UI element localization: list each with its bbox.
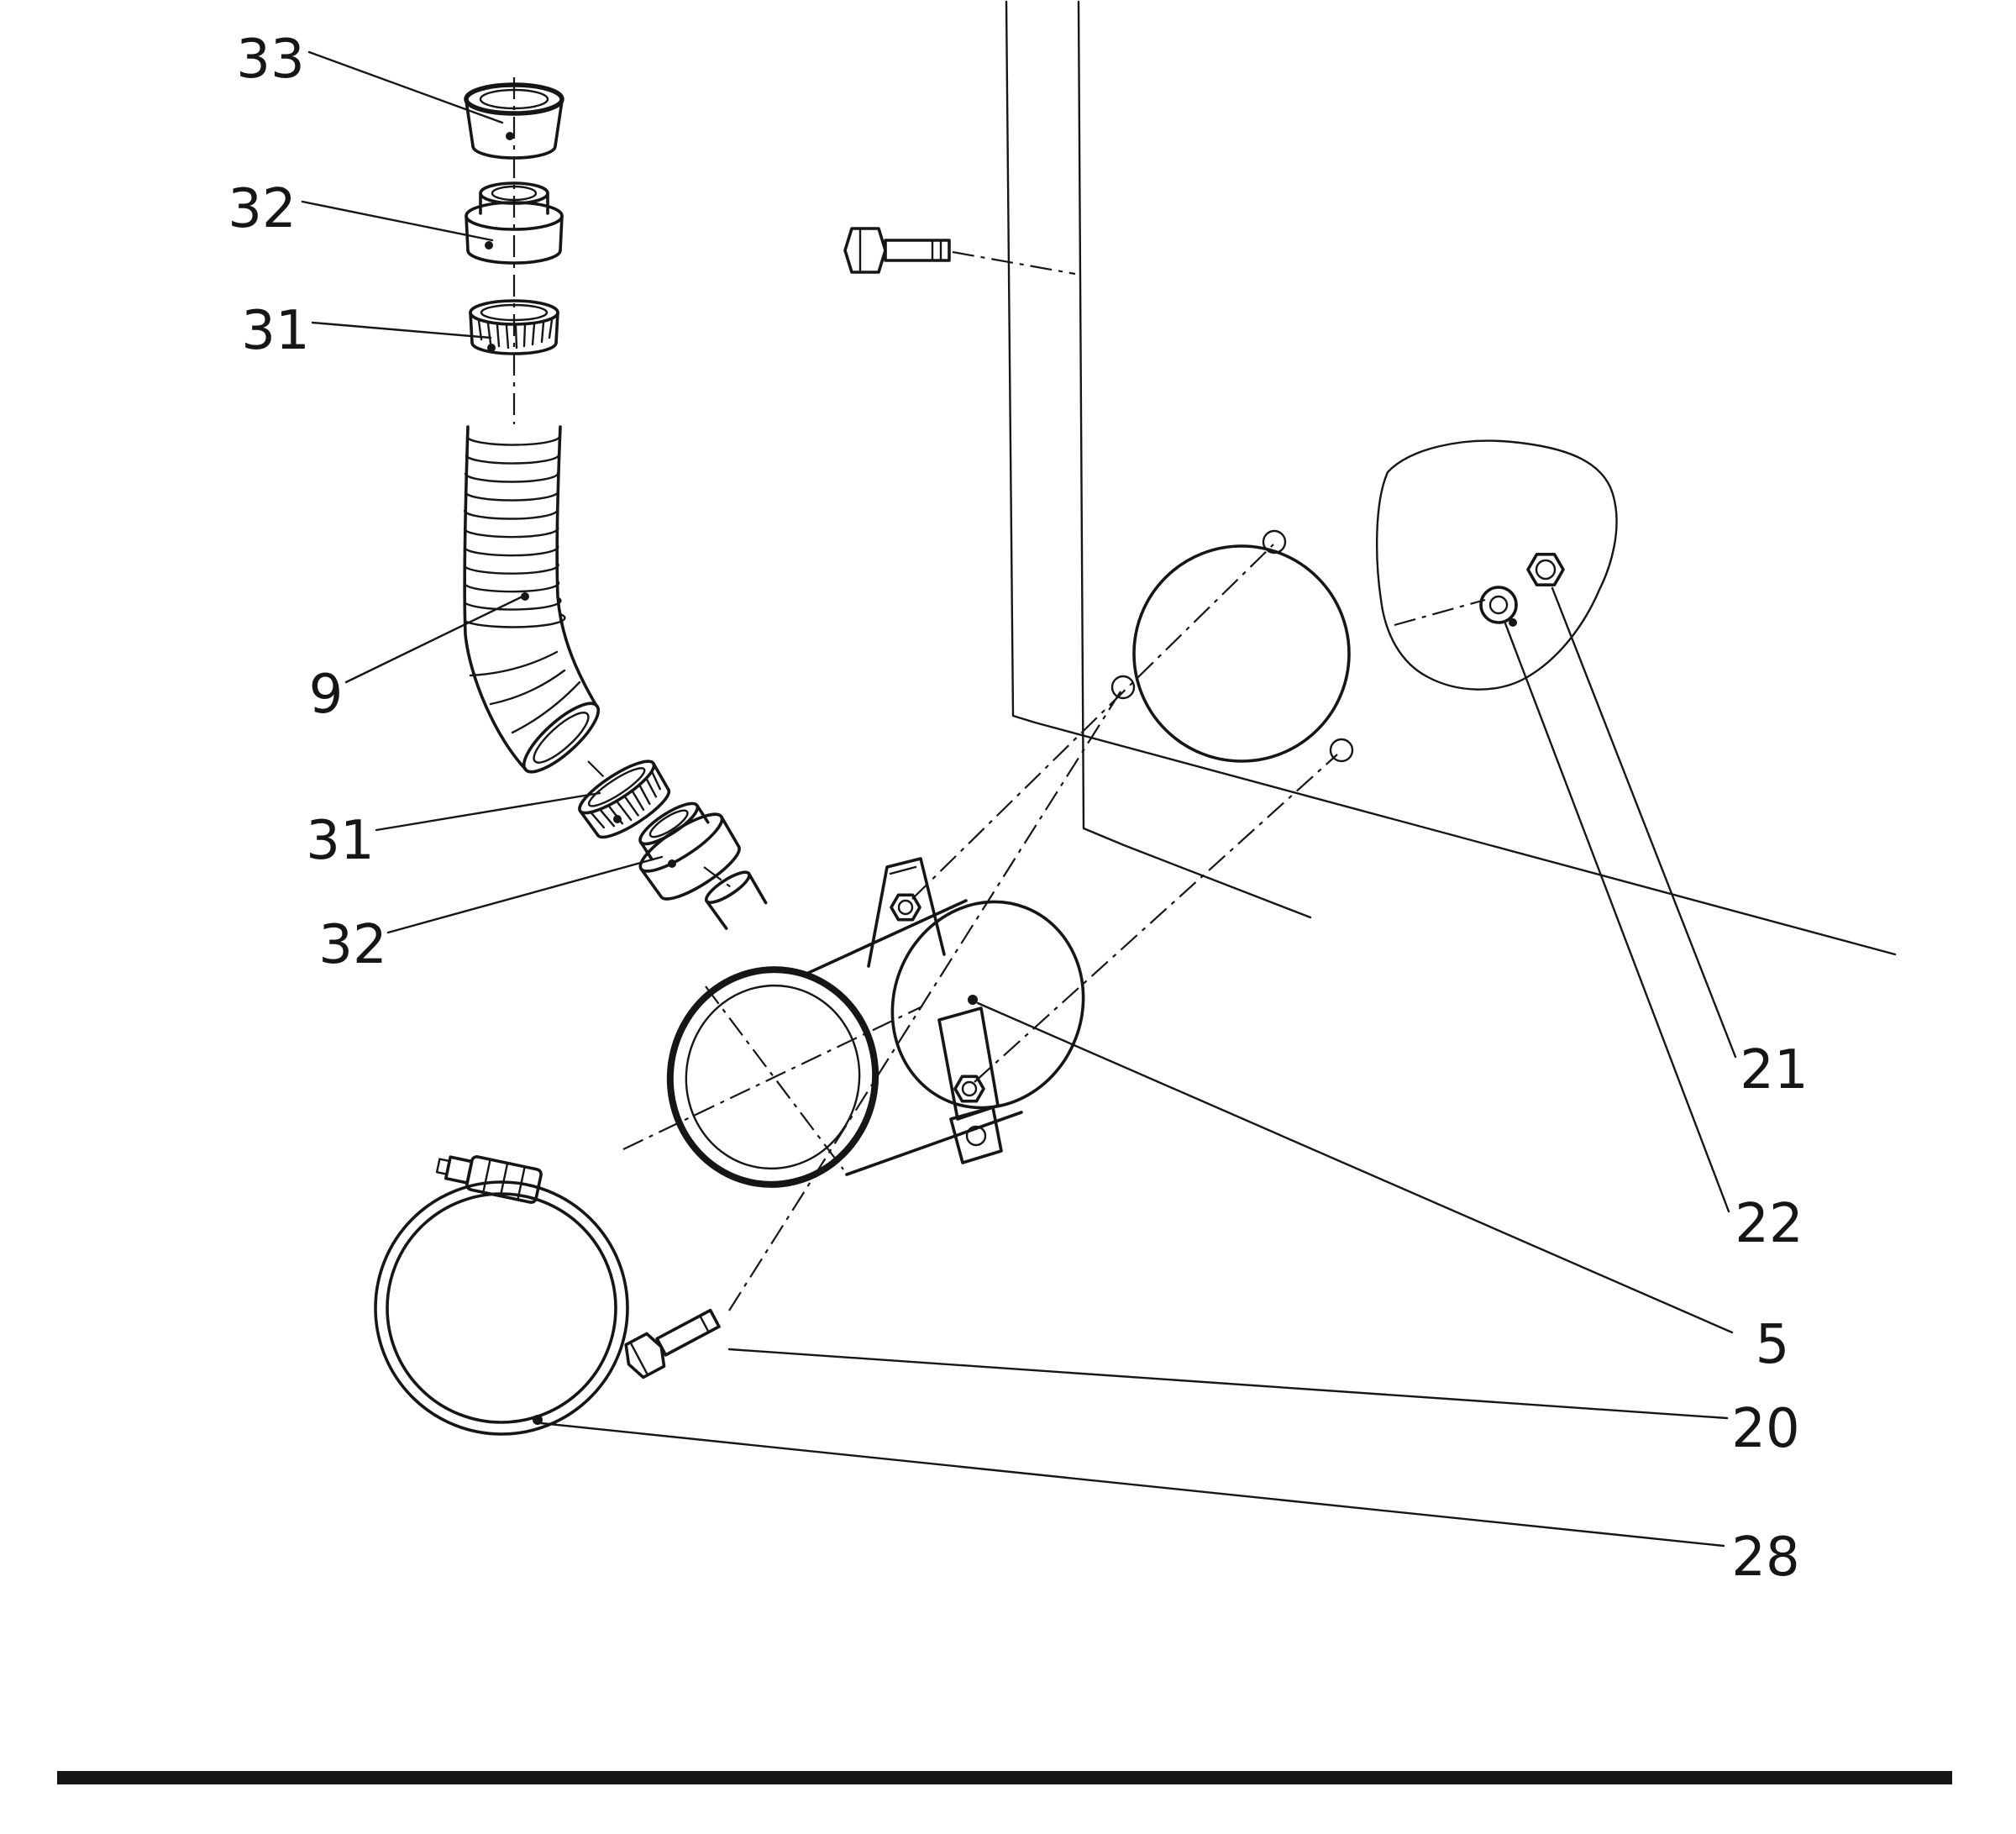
clamp-ring-outer [374, 1180, 629, 1436]
leader-dot [968, 995, 978, 1005]
alignment-centerlines [587, 250, 1486, 1311]
hose-end-bore [533, 712, 590, 764]
bracket-nut [953, 1075, 985, 1103]
housing-inlet-stub [704, 870, 768, 930]
mounting-pad [1376, 439, 1618, 691]
callout-32-lower: 32 [318, 914, 386, 976]
callout-leader-lines [301, 50, 1737, 1548]
callout-9: 9 [309, 664, 344, 726]
callout-5: 5 [1756, 1314, 1790, 1376]
leader-dot [533, 1415, 543, 1425]
housing-top-edge [803, 899, 968, 976]
leader-dot [485, 241, 493, 250]
leader-dot [521, 592, 529, 601]
callout-31-upper: 31 [241, 300, 309, 362]
leader-dot [668, 859, 676, 868]
panel-bolt-hole-left [1110, 675, 1136, 700]
bolt-shank [884, 239, 951, 262]
housing-top-bracket [867, 857, 946, 968]
housing-face-inner-wall [685, 984, 861, 1170]
callout-28: 28 [1731, 1527, 1799, 1589]
leader-dot [1509, 618, 1517, 627]
housing-top-bracket-fold [889, 865, 917, 875]
hose-left-edge [463, 425, 528, 771]
bolt-20-shank [655, 1308, 721, 1357]
upper-mounting-bolt [843, 227, 951, 274]
callouts: 33 32 31 9 31 32 21 22 5 20 28 [228, 29, 1808, 1589]
chassis-panel [1005, 0, 1897, 956]
clamp-ring-screw-housing [435, 1155, 543, 1204]
lower-tab-hole [965, 1125, 987, 1147]
leader-dot [506, 132, 514, 140]
part-9-flex-hose [463, 425, 601, 774]
callout-20: 20 [1731, 1398, 1799, 1460]
bracket-bolt-head [890, 893, 921, 922]
clamp-ring-inner [386, 1192, 617, 1424]
housing-lower-tab [949, 1106, 1003, 1164]
bolt-20-head-facet [629, 1342, 648, 1375]
footer-rule [57, 1771, 1952, 1784]
housing-open-face [666, 966, 879, 1188]
bolt-threads [931, 239, 942, 262]
housing-bottom-edge [845, 1111, 1023, 1176]
housing-bottom-bracket [937, 1006, 1000, 1121]
screw-housing-ribs [482, 1158, 526, 1201]
stub-rim [704, 870, 751, 905]
part-5-housing [666, 857, 1085, 1188]
part-20-bolt [624, 1308, 721, 1379]
leader-dot [487, 344, 496, 352]
panel-bolt-hole-bottom [1329, 738, 1354, 763]
hose-right-edge [555, 425, 598, 707]
bolt-head [843, 227, 887, 274]
part-21-nut-bore [1535, 559, 1557, 581]
bracket-bolt-tip [897, 899, 914, 916]
bracket-nut-bore [961, 1080, 978, 1097]
bolt-20-threads [699, 1315, 710, 1333]
stub-sides [705, 872, 768, 930]
hose-end-rim [522, 702, 601, 774]
hose-corrugations-bend [469, 650, 581, 734]
panel-bolt-hole-top [1262, 529, 1287, 554]
callout-33: 33 [236, 29, 304, 91]
bolt-20-head [624, 1332, 666, 1379]
callout-22: 22 [1735, 1193, 1803, 1255]
cap-bottom-rim [471, 145, 557, 160]
panel-large-hole [1132, 544, 1351, 763]
screw-head [435, 1158, 451, 1175]
panel-left-edge [1005, 0, 1897, 956]
leader-dots [485, 132, 1517, 1425]
part-22-washer-outer [1479, 586, 1518, 624]
cap-bore [479, 88, 549, 110]
callout-31-lower: 31 [306, 810, 374, 872]
part-31-clamp-lower [572, 752, 678, 848]
leader-dot [613, 815, 622, 823]
housing-far-end [890, 900, 1085, 1110]
panel-right-edge [1077, 0, 1312, 919]
part-33-cap [464, 82, 564, 160]
part-28-clamp-ring [374, 1155, 629, 1436]
callout-32-upper: 32 [228, 178, 296, 240]
part-22-washer-bore [1488, 595, 1509, 615]
hose-corrugations-straight [463, 434, 566, 628]
callout-21: 21 [1740, 1039, 1808, 1101]
part-21-nut [1526, 552, 1565, 587]
cap-sides [465, 99, 564, 148]
cap-top-rim [464, 82, 564, 116]
pad-outline [1376, 439, 1618, 691]
